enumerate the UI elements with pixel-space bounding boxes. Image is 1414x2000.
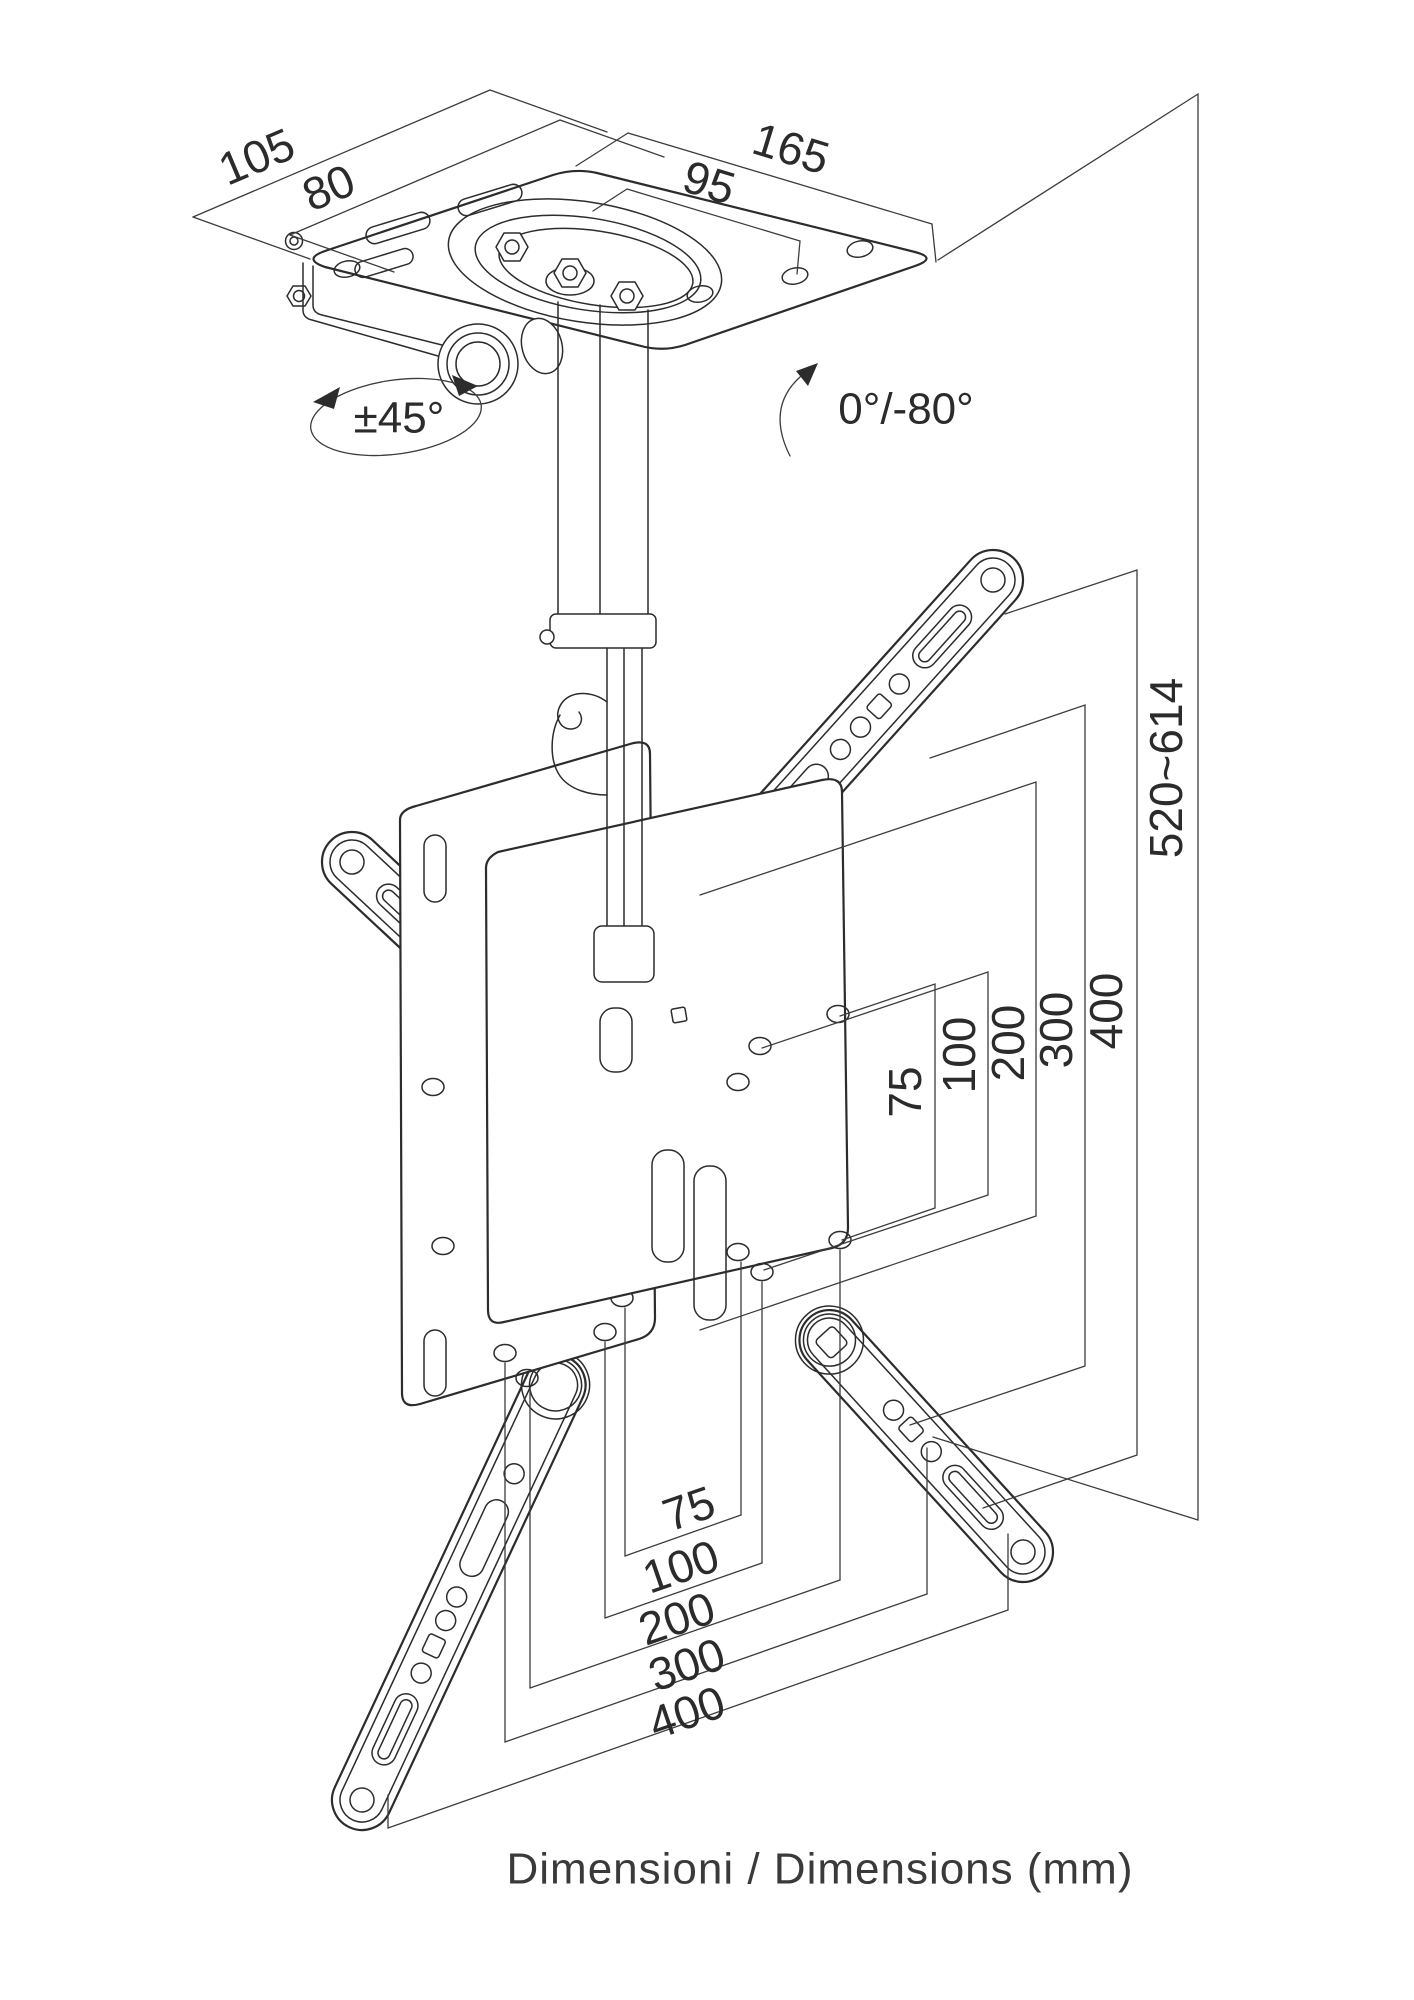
caption: Dimensioni / Dimensions (mm) xyxy=(506,1845,1133,1894)
vesa-vertical-75-label: 75 xyxy=(879,1066,931,1117)
tilt-arrowhead xyxy=(796,363,818,386)
tilt-knob xyxy=(437,323,519,405)
vesa-vertical-100-label: 100 xyxy=(933,1017,985,1094)
tilt-annotation: 0°/-80° xyxy=(779,363,974,457)
vesa-arm-lower-right xyxy=(794,1305,1055,1584)
vesa-vertical-200-label: 200 xyxy=(982,1005,1034,1082)
dim-label-80: 80 xyxy=(295,154,362,222)
tilt-angle-label: 0°/-80° xyxy=(838,385,973,434)
vesa-horizontal-75-label: 75 xyxy=(656,1475,721,1541)
vesa-plate-front xyxy=(484,778,852,1342)
column-clamp xyxy=(549,613,657,649)
vesa-vertical-400-label: 400 xyxy=(1080,973,1132,1050)
cable-hook xyxy=(551,692,608,796)
height-range-dimension: 520~614 xyxy=(932,92,1199,1521)
hub-nuts xyxy=(495,232,644,311)
swivel-arrowhead-right xyxy=(452,375,478,396)
swivel-angle-label: ±45° xyxy=(354,394,445,443)
height-range-label: 520~614 xyxy=(1140,678,1192,858)
swivel-annotation: ±45° xyxy=(310,375,482,457)
column-plate-bracket xyxy=(593,925,655,983)
mounting-column xyxy=(539,301,657,983)
dim-label-165: 165 xyxy=(747,112,836,184)
vesa-vertical-300-label: 300 xyxy=(1030,992,1082,1069)
ceiling-plate xyxy=(284,169,928,350)
vesa-vertical-dimensions: 75 100 200 300 400 xyxy=(699,569,1138,1509)
swivel-arrowhead-left xyxy=(313,387,340,409)
vesa-arm-lower-left xyxy=(330,1350,591,1832)
dim-label-105: 105 xyxy=(211,118,302,196)
